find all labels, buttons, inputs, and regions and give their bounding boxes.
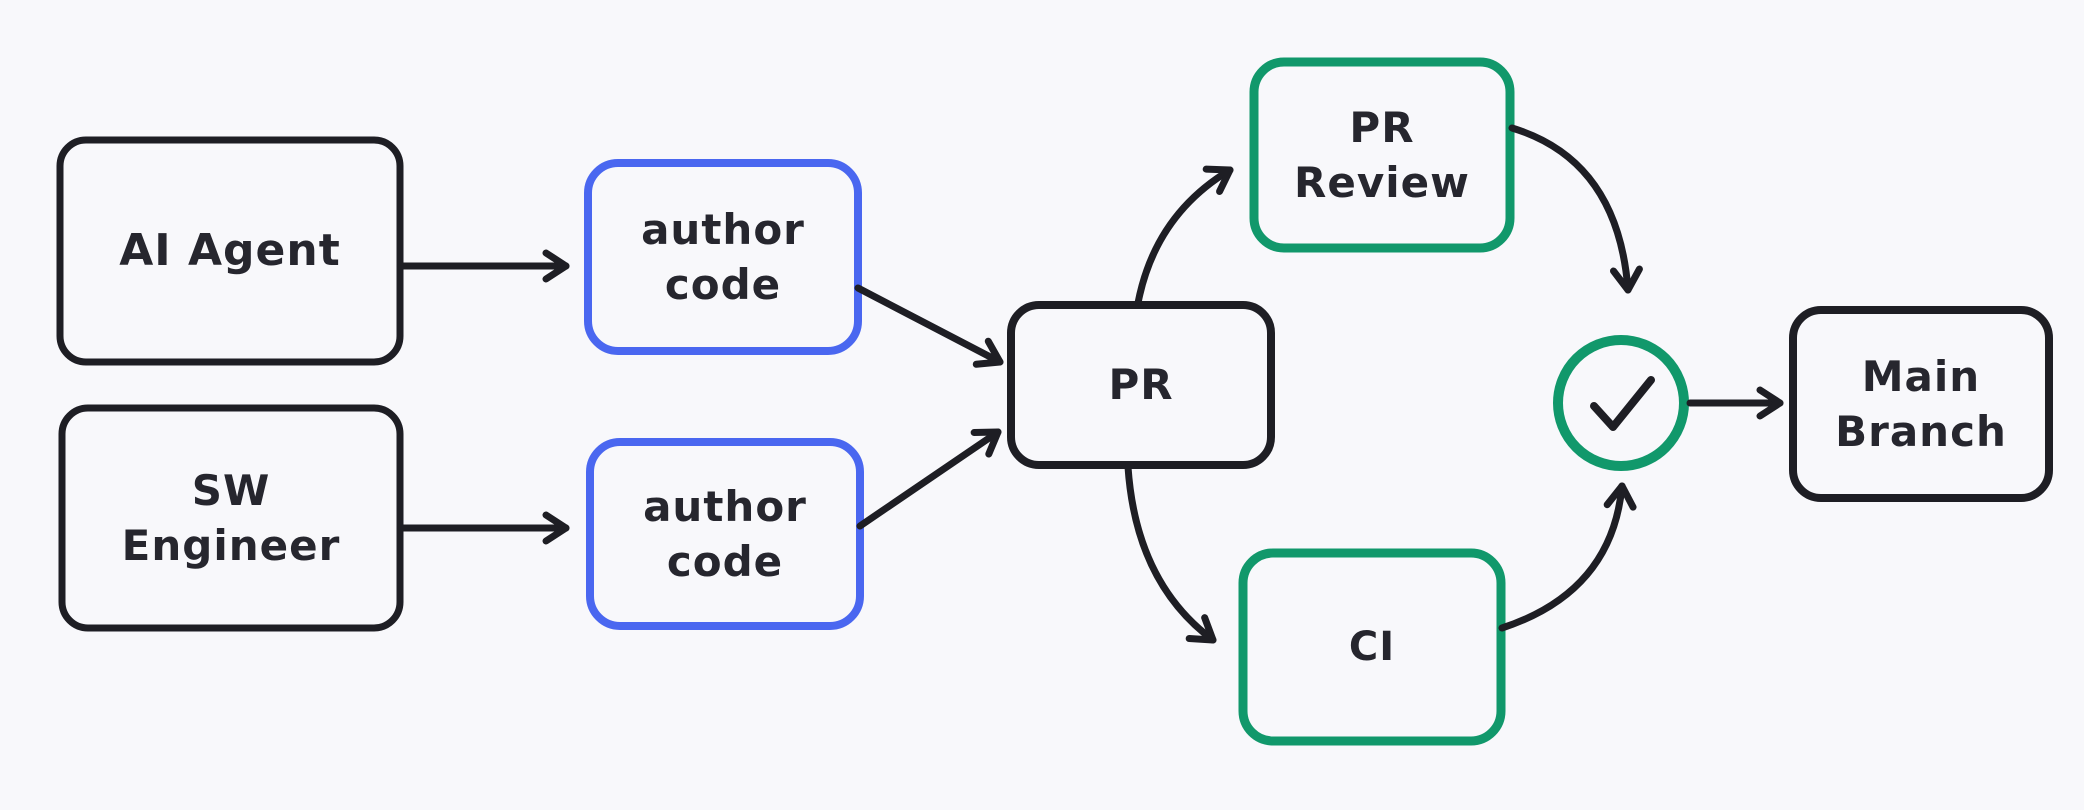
main-branch-box	[1789, 306, 2053, 502]
author-code-top-box	[584, 159, 862, 355]
author-code-bottom-box	[586, 438, 864, 630]
checkmark-icon	[1590, 376, 1655, 431]
arrow-author-code-top-to-pr	[854, 284, 1004, 368]
arrow-pr-to-pr-review	[1134, 165, 1234, 307]
arrow-ci-to-check	[1498, 482, 1637, 632]
arrow-author-code-bottom-to-pr	[856, 428, 1002, 530]
sw-engineer-box	[58, 404, 404, 632]
arrow-pr-to-ci	[1124, 463, 1217, 644]
pr-box	[1007, 301, 1275, 469]
pr-review-box	[1249, 57, 1515, 253]
ai-agent-box	[56, 136, 404, 366]
ci-box	[1238, 548, 1506, 746]
arrow-pr-review-to-check	[1508, 124, 1643, 294]
check-circle	[1553, 335, 1689, 471]
